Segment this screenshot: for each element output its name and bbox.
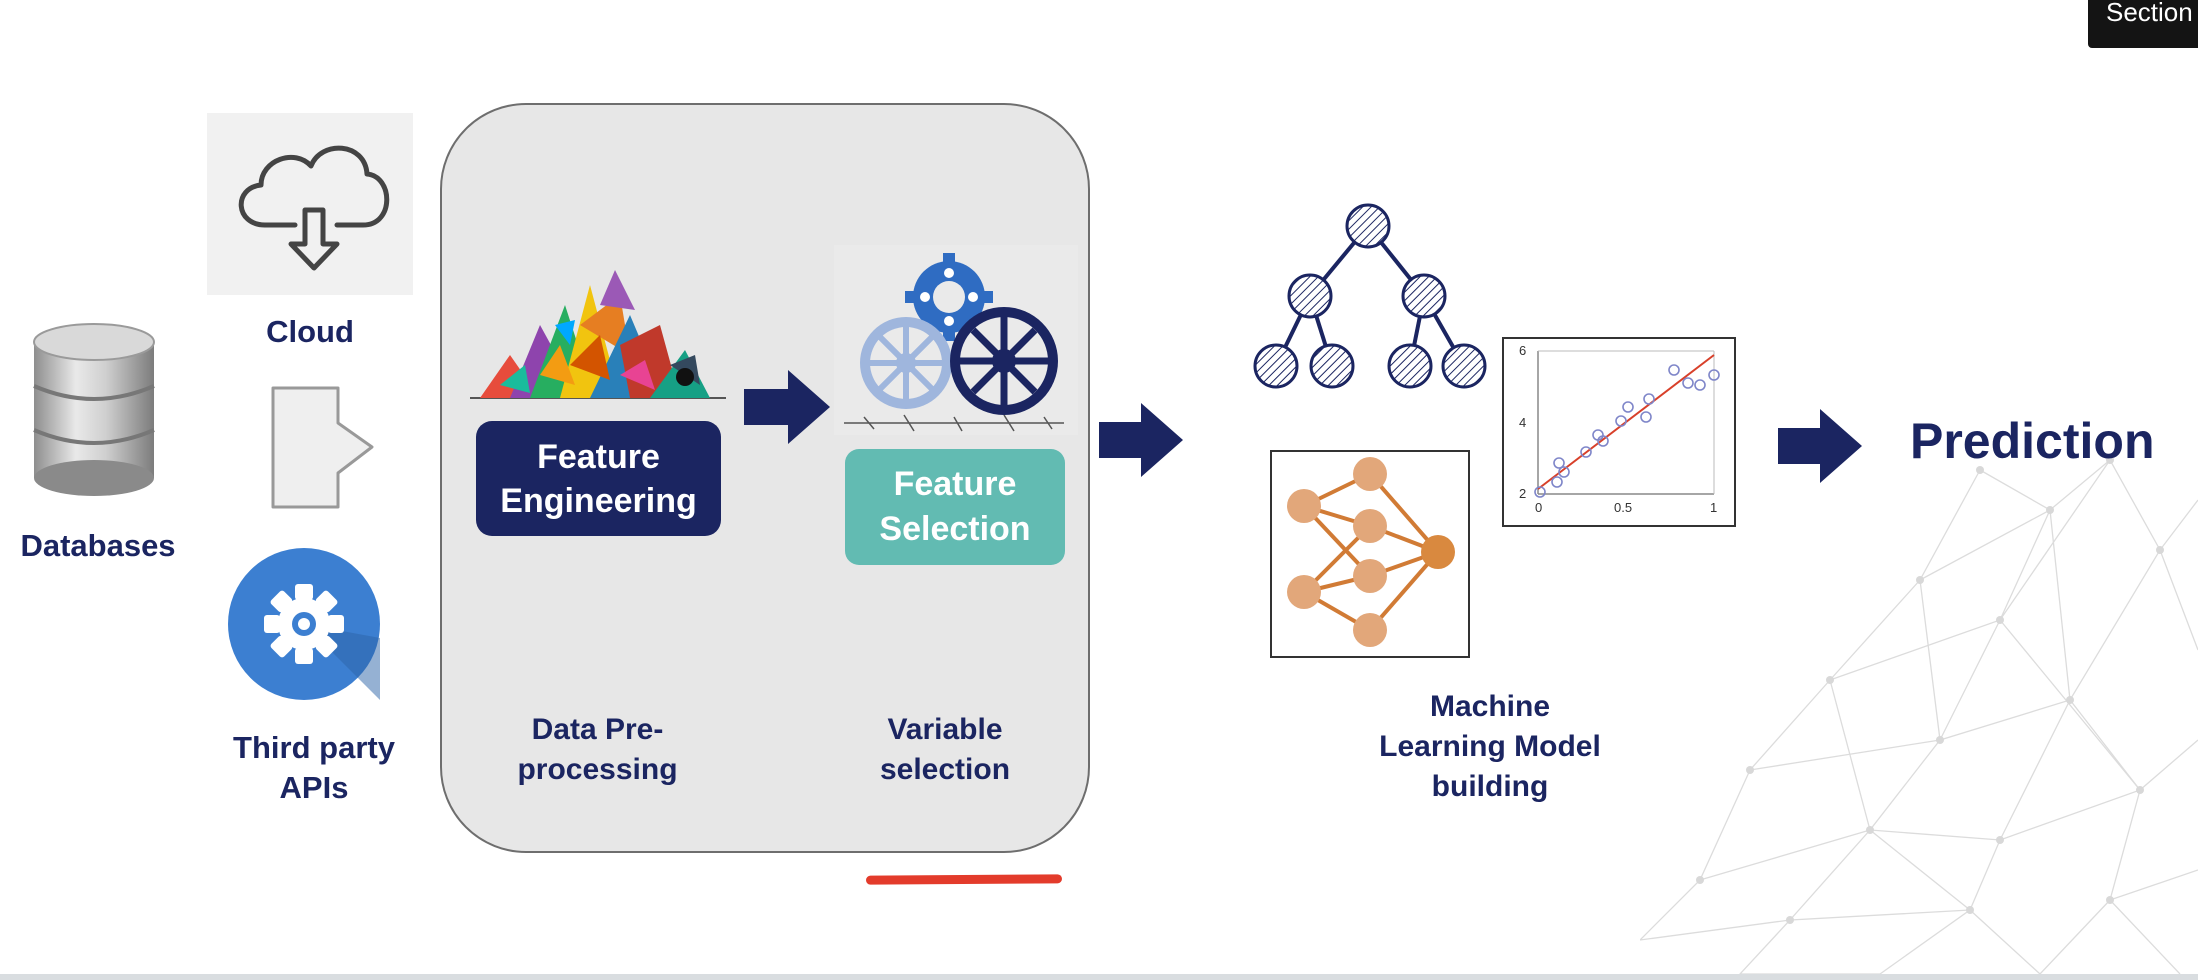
- section-tag: Section: [2088, 0, 2198, 48]
- feature-engineering-button[interactable]: Feature Engineering: [476, 421, 721, 536]
- small-arrow-right-icon: [744, 370, 830, 444]
- plot-y-tick-mid: 4: [1519, 415, 1527, 430]
- ml-label-line2: Learning Model: [1379, 730, 1601, 763]
- third-party-apis-label: Third party APIs: [200, 728, 428, 808]
- feature-engineering-line2: Engineering: [500, 481, 697, 520]
- variable-selection-label: Variable selection: [830, 710, 1060, 790]
- data-preprocessing-line1: Data Pre-: [531, 713, 664, 746]
- arrow-right-icon: [1778, 409, 1862, 483]
- feature-selection-button[interactable]: Feature Selection: [845, 449, 1065, 565]
- plot-x-tick-0: 0: [1535, 500, 1543, 515]
- variable-selection-line1: Variable: [887, 713, 1003, 746]
- network-pattern-decoration: [1640, 456, 2198, 974]
- plot-y-tick-top: 6: [1519, 343, 1527, 358]
- gears-icon: [834, 245, 1078, 435]
- merge-arrow-icon: [271, 386, 374, 509]
- databases-label: Databases: [20, 528, 176, 563]
- regression-plot-icon: [1502, 337, 1736, 527]
- plot-x-ticks: 0 0.5 1: [1530, 500, 1730, 518]
- decision-tree-icon: [1253, 203, 1487, 389]
- arrow-right-icon: [1099, 403, 1183, 477]
- feature-pile-icon: [470, 270, 726, 399]
- bottom-bar: [0, 974, 2198, 980]
- data-preprocessing-line2: processing: [517, 753, 678, 786]
- database-icon: [33, 323, 155, 496]
- cloud-label: Cloud: [266, 314, 354, 349]
- cloud-download-icon: [238, 145, 390, 271]
- plot-x-tick-1: 1: [1710, 500, 1718, 515]
- red-underline-annotation: [865, 874, 1063, 885]
- ml-label-line1: Machine: [1429, 690, 1551, 723]
- plot-y-tick-bottom: 2: [1519, 486, 1527, 501]
- data-preprocessing-label: Data Pre- processing: [480, 710, 715, 790]
- api-gear-icon: [228, 548, 380, 700]
- ml-model-building-label: Machine Learning Model building: [1330, 687, 1650, 807]
- prediction-label: Prediction: [1910, 413, 2155, 469]
- feature-engineering-line1: Feature: [537, 437, 660, 476]
- third-party-label-line1: Third party: [233, 730, 395, 765]
- feature-selection-line2: Selection: [879, 510, 1031, 548]
- variable-selection-line2: selection: [879, 753, 1011, 786]
- plot-x-tick-half: 0.5: [1614, 500, 1633, 515]
- ml-label-line3: building: [1431, 770, 1549, 803]
- neural-network-icon: [1270, 450, 1470, 658]
- feature-selection-line1: Feature: [893, 465, 1017, 503]
- third-party-label-line2: APIs: [279, 770, 349, 805]
